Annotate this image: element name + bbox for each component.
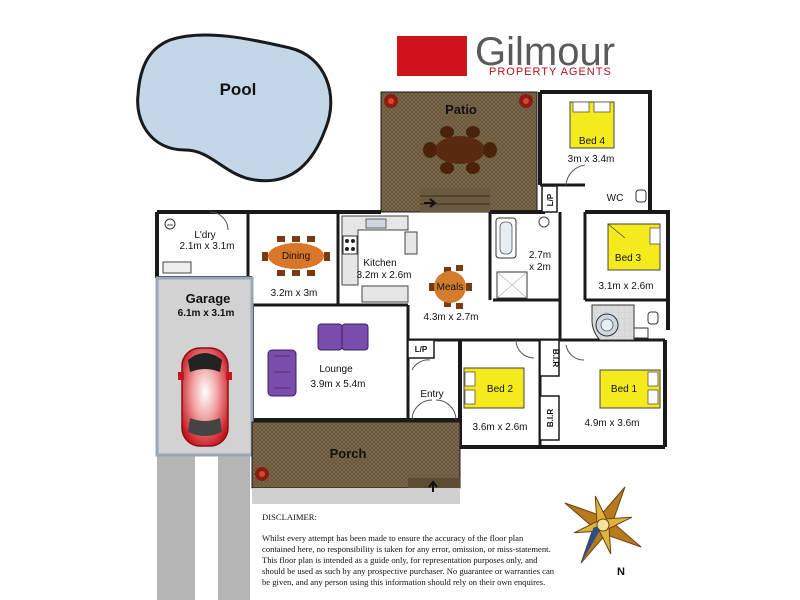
porch-label: Porch: [330, 446, 367, 461]
garage-label: Garage: [186, 291, 231, 306]
meals-label: Meals: [437, 282, 464, 293]
disclaimer-body: Whilst every attempt has been made to en…: [262, 533, 555, 587]
driveway-right: [218, 455, 250, 600]
wc-label: WC: [607, 193, 624, 204]
plant-icon: [384, 94, 398, 108]
driveway-left: [157, 455, 195, 600]
ensuite: [591, 304, 659, 341]
brand-tagline: PROPERTY AGENTS: [489, 66, 612, 78]
porch: Porch: [251, 421, 461, 504]
plant-icon: [519, 94, 533, 108]
built-in-robe-2: B.I.R: [539, 395, 560, 441]
meals-room: Meals 4.3m x 2.7m: [423, 265, 479, 323]
kitchen-room: Kitchen 3.2m x 2.6m: [341, 215, 418, 303]
meals-size: 4.3m x 2.7m: [423, 312, 478, 323]
bedroom-1: Bed 1 4.9m x 3.6m: [565, 344, 661, 429]
disclaimer: DISCLAIMER: Whilst every attempt has bee…: [262, 512, 558, 588]
lounge: Lounge 3.9m x 5.4m: [267, 323, 369, 397]
disclaimer-heading: DISCLAIMER:: [262, 512, 317, 522]
bed3-label: Bed 3: [615, 253, 642, 264]
bath-size-2: x 2m: [529, 262, 551, 273]
arrow-right-icon: [424, 198, 437, 208]
lounge-label: Lounge: [319, 364, 353, 375]
arrow-up-icon: [428, 480, 438, 492]
linen-press-top: L/P: [541, 185, 558, 213]
bedroom-4: Bed 4 3m x 3.4m: [565, 101, 615, 186]
garage-size: 6.1m x 3.1m: [178, 308, 235, 319]
bed3-size: 3.1m x 2.6m: [598, 281, 653, 292]
kitchen-size: 3.2m x 2.6m: [356, 270, 411, 281]
compass-icon: N: [564, 486, 642, 578]
brand-name: Gilmour: [475, 30, 616, 74]
bed4-label: Bed 4: [579, 136, 606, 147]
dining-room: Dining 3.2m x 3m: [262, 236, 330, 299]
wc-room: WC: [607, 189, 647, 204]
kitchen-label: Kitchen: [363, 258, 396, 269]
patio-table: [423, 126, 497, 174]
garage: Garage 6.1m x 3.1m: [155, 276, 254, 457]
bath-size-1: 2.7m: [529, 250, 551, 261]
bir2-label: B.I.R: [546, 409, 555, 427]
exterior-walls: [155, 90, 670, 449]
bir1-label: B.I.R: [551, 349, 560, 367]
dining-label: Dining: [282, 251, 310, 262]
bed2-label: Bed 2: [487, 384, 514, 395]
lounge-size: 3.9m x 5.4m: [310, 379, 365, 390]
bed1-size: 4.9m x 3.6m: [584, 418, 639, 429]
dining-size: 3.2m x 3m: [271, 288, 318, 299]
entry: Entry: [411, 359, 457, 421]
built-in-robe-1: B.I.R: [539, 339, 560, 377]
pool-shape: [136, 33, 333, 183]
bathroom: 2.7m x 2m: [495, 216, 551, 299]
bed4-size: 3m x 3.4m: [568, 154, 615, 165]
washer-label: ww: [167, 222, 173, 227]
interior-walls: [246, 183, 668, 447]
lp-top-label: L/P: [546, 193, 555, 206]
pool-label: Pool: [220, 80, 257, 99]
logo-square: [397, 36, 467, 76]
linen-press-mid: L/P: [407, 339, 435, 359]
bed1-label: Bed 1: [611, 384, 638, 395]
laundry-label: L'dry: [194, 230, 215, 241]
bed2-size: 3.6m x 2.6m: [472, 422, 527, 433]
laundry-room: ww L'dry 2.1m x 3.1m: [162, 211, 235, 274]
lp-mid-label: L/P: [415, 345, 428, 354]
entry-label: Entry: [420, 389, 443, 400]
car-icon: [178, 347, 232, 447]
laundry-size: 2.1m x 3.1m: [179, 241, 234, 252]
compass-north-label: N: [617, 566, 625, 578]
patio-label: Patio: [445, 102, 477, 117]
bedroom-3: Bed 3 3.1m x 2.6m: [598, 223, 661, 292]
brand-logo: Gilmour PROPERTY AGENTS: [397, 30, 637, 81]
bedroom-2: Bed 2 3.6m x 2.6m: [463, 339, 535, 433]
plant-icon: [255, 467, 269, 481]
